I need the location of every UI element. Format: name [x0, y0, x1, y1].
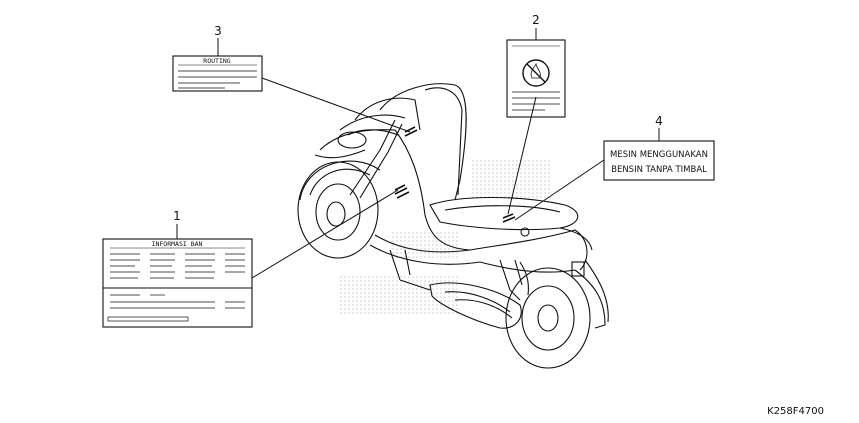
- scooter-illustration: [297, 83, 609, 369]
- diagram-code: K258F4700: [767, 406, 824, 417]
- callout-number-4: 4: [655, 114, 663, 128]
- leader-line-1: [251, 189, 399, 279]
- tire-info-label: INFORMASI BAN: [102, 238, 253, 328]
- callout-number-2: 2: [532, 13, 540, 27]
- leader-line-4: [514, 159, 605, 221]
- rear-wheel: [505, 267, 591, 369]
- callout-number-1: 1: [173, 209, 181, 223]
- callout-number-3: 3: [214, 24, 222, 38]
- fuel-notice-line-2: BENSIN TANPA TIMBAL: [611, 165, 707, 175]
- leader-line-3: [261, 77, 411, 133]
- unleaded-fuel-label: MESIN MENGGUNAKAN BENSIN TANPA TIMBAL: [603, 140, 715, 181]
- routing-label: ROUTING: [172, 55, 263, 92]
- fuel-caution-label: [506, 39, 566, 118]
- no-fire-icon: [522, 59, 550, 87]
- tire-info-title: INFORMASI BAN: [152, 240, 203, 248]
- leader-lines: [176, 28, 660, 279]
- fuel-notice-line-1: MESIN MENGGUNAKAN: [610, 150, 708, 160]
- routing-title: ROUTING: [203, 57, 230, 65]
